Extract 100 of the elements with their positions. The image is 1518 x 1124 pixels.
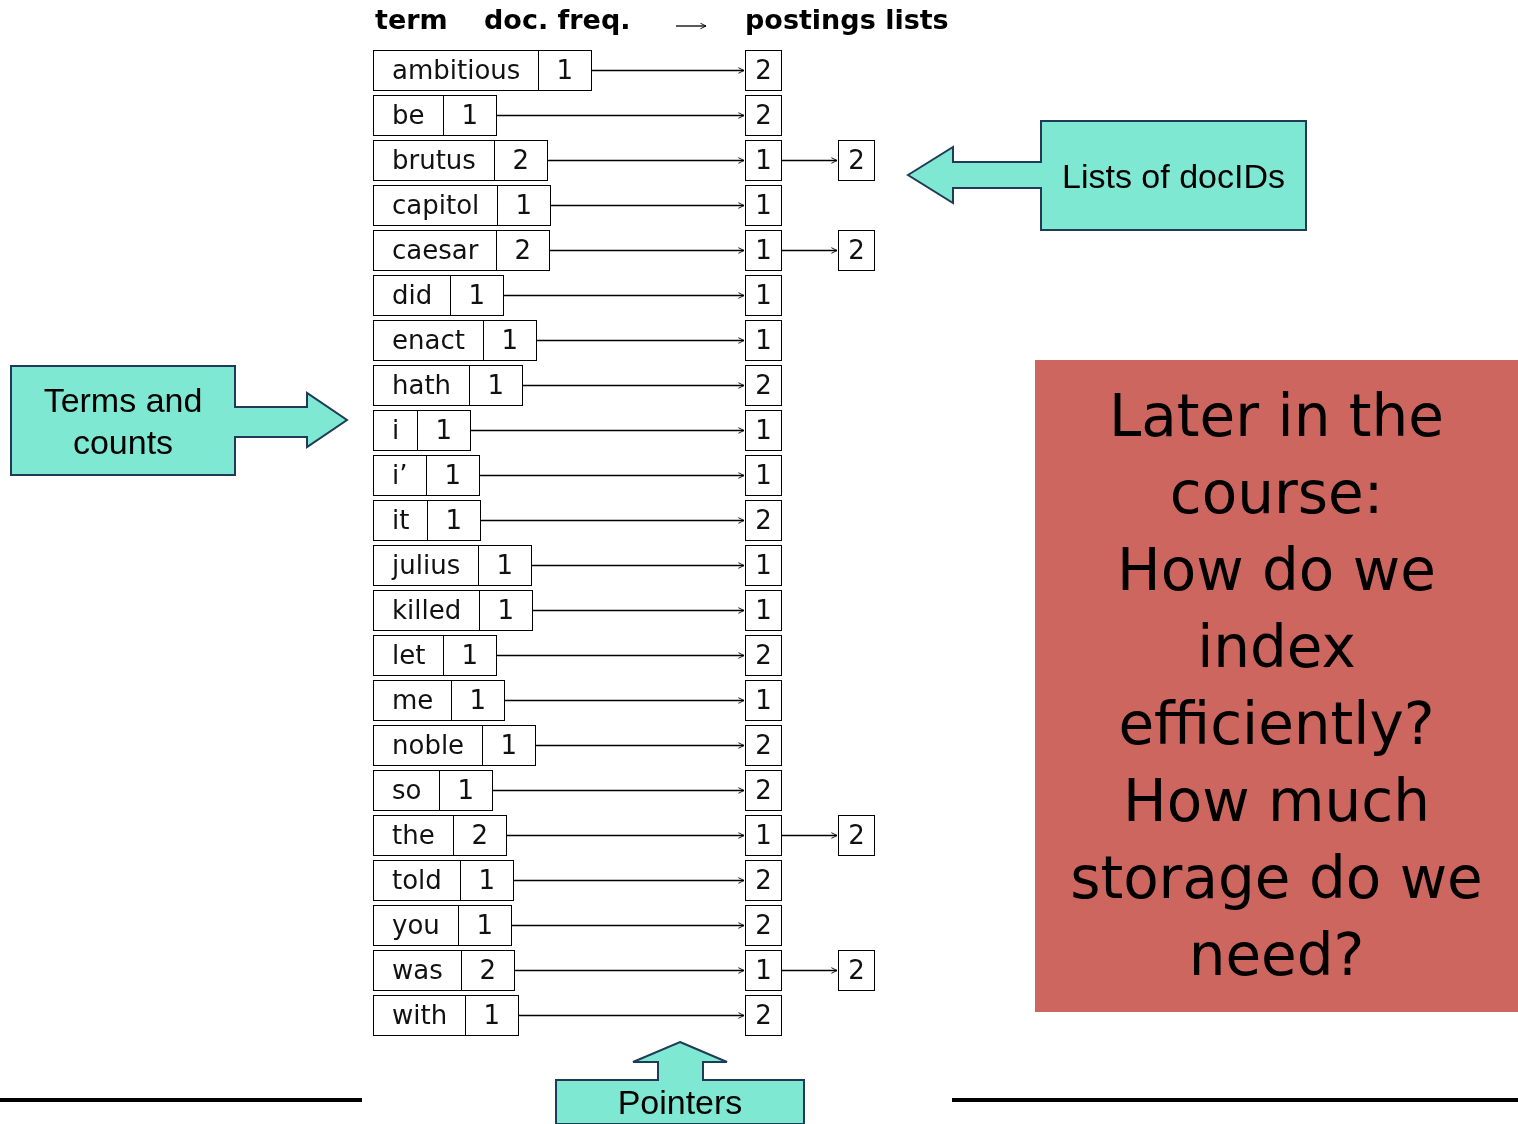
callout-text: Terms and counts xyxy=(42,379,204,463)
callout-arrow xyxy=(555,1040,806,1124)
count-cell: 1 xyxy=(450,680,506,721)
term-cell: i’ xyxy=(373,455,427,496)
arrow xyxy=(781,157,838,164)
posting-cell: 2 xyxy=(838,230,875,271)
arrow xyxy=(536,337,745,344)
arrow xyxy=(535,742,745,749)
term-cell: did xyxy=(373,275,452,316)
posting-cell: 1 xyxy=(745,545,782,586)
term-cell: with xyxy=(373,995,467,1036)
count-cell: 1 xyxy=(464,995,520,1036)
count-cell: 1 xyxy=(496,185,552,226)
count-cell: 1 xyxy=(438,770,494,811)
arrow xyxy=(513,877,745,884)
arrow xyxy=(503,292,745,299)
posting-cell: 2 xyxy=(745,50,782,91)
posting-cell: 1 xyxy=(745,230,782,271)
count-cell: 1 xyxy=(442,95,498,136)
term-cell: be xyxy=(373,95,444,136)
count-cell: 1 xyxy=(477,545,533,586)
term-cell: told xyxy=(373,860,461,901)
term-cell: the xyxy=(373,815,454,856)
count-cell: 2 xyxy=(452,815,508,856)
arrow xyxy=(504,697,745,704)
arrow xyxy=(511,922,745,929)
column-header: term xyxy=(375,4,448,35)
posting-cell: 1 xyxy=(745,410,782,451)
arrow xyxy=(496,652,745,659)
arrow xyxy=(522,382,745,389)
posting-cell: 2 xyxy=(838,140,875,181)
term-cell: let xyxy=(373,635,445,676)
note-panel xyxy=(1035,360,1518,1012)
count-cell: 1 xyxy=(457,905,513,946)
note-text: How do we index efficiently? xyxy=(1116,535,1437,760)
term-cell: brutus xyxy=(373,140,495,181)
count-cell: 1 xyxy=(482,320,538,361)
count-cell: 1 xyxy=(537,50,593,91)
arrow xyxy=(506,832,745,839)
arrow xyxy=(550,202,745,209)
term-cell: it xyxy=(373,500,429,541)
arrow xyxy=(518,1012,745,1019)
term-cell: ambitious xyxy=(373,50,540,91)
note-text: Later in the course: xyxy=(1107,381,1446,529)
arrow xyxy=(480,517,745,524)
count-cell: 1 xyxy=(449,275,505,316)
term-cell: caesar xyxy=(373,230,498,271)
count-cell: 1 xyxy=(481,725,537,766)
callout-arrow xyxy=(905,120,1308,232)
arrow xyxy=(531,562,745,569)
posting-cell: 2 xyxy=(745,905,782,946)
term-cell: me xyxy=(373,680,453,721)
arrow xyxy=(514,967,745,974)
callout-arrow xyxy=(10,365,350,477)
posting-cell: 2 xyxy=(838,950,875,991)
term-cell: julius xyxy=(373,545,480,586)
posting-cell: 1 xyxy=(745,950,782,991)
arrow xyxy=(492,787,745,794)
count-cell: 1 xyxy=(459,860,515,901)
term-cell: i xyxy=(373,410,419,451)
posting-cell: 2 xyxy=(745,995,782,1036)
term-cell: hath xyxy=(373,365,471,406)
count-cell: 2 xyxy=(493,140,549,181)
column-header: doc. freq. xyxy=(484,4,631,35)
callout-text: Pointers xyxy=(616,1082,744,1123)
term-cell: was xyxy=(373,950,462,991)
note-text: How much storage do we need? xyxy=(1069,766,1484,991)
posting-cell: 2 xyxy=(745,725,782,766)
posting-cell: 2 xyxy=(838,815,875,856)
count-cell: 1 xyxy=(426,500,482,541)
posting-cell: 2 xyxy=(745,860,782,901)
posting-cell: 1 xyxy=(745,815,782,856)
arrow xyxy=(547,157,745,164)
arrow xyxy=(781,967,838,974)
posting-cell: 2 xyxy=(745,365,782,406)
count-cell: 2 xyxy=(460,950,516,991)
arrow xyxy=(549,247,745,254)
count-cell: 1 xyxy=(442,635,498,676)
arrow xyxy=(470,427,745,434)
callout-text: Lists of docIDs xyxy=(1061,155,1286,197)
term-cell: noble xyxy=(373,725,484,766)
term-cell: enact xyxy=(373,320,484,361)
posting-cell: 1 xyxy=(745,320,782,361)
posting-cell: 1 xyxy=(745,455,782,496)
arrow xyxy=(496,112,745,119)
count-cell: 1 xyxy=(468,365,524,406)
term-cell: killed xyxy=(373,590,481,631)
count-cell: 2 xyxy=(495,230,551,271)
posting-cell: 2 xyxy=(745,95,782,136)
column-header: postings lists xyxy=(745,4,949,35)
posting-cell: 1 xyxy=(745,680,782,721)
term-cell: capitol xyxy=(373,185,499,226)
term-cell: so xyxy=(373,770,441,811)
term-cell: you xyxy=(373,905,459,946)
arrow xyxy=(479,472,745,479)
posting-cell: 2 xyxy=(745,635,782,676)
count-cell: 1 xyxy=(416,410,472,451)
count-cell: 1 xyxy=(478,590,534,631)
arrow xyxy=(532,607,745,614)
arrow xyxy=(781,247,838,254)
